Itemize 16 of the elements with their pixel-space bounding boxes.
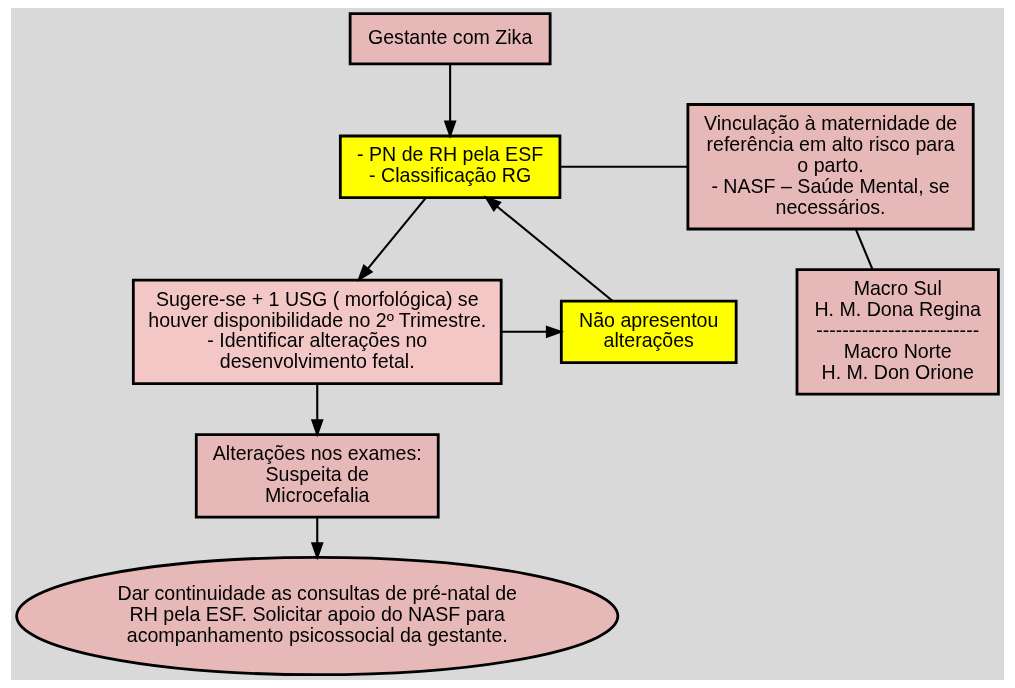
arrow xyxy=(443,64,457,139)
node-box: Vinculação à maternidade de referência em alto risco para o parto. - NASF – Saúde Mental, se necessários. xyxy=(686,103,975,231)
connector xyxy=(854,228,874,270)
node-ellipse: Dar continuidade as consultas de pré-natal de RH pela ESF. Solicitar apoio do NASF para acompanhamento psicossocial da gestante. xyxy=(15,556,620,677)
node-box: Sugere-se + 1 USG ( morfológica) se houver disponibilidade no 2º Trimestre. - Identificar alterações no desenvolvimento fetal. xyxy=(131,278,503,385)
arrow xyxy=(356,196,427,283)
arrow xyxy=(483,195,614,302)
arrow xyxy=(501,325,565,339)
node-box: Gestante com Zika xyxy=(348,12,552,66)
arrow xyxy=(310,517,324,561)
node-box: Macro Sul H. M. Dona Regina ------------------------- Macro Norte H. M. Don Orione xyxy=(795,268,1000,396)
node-box: Não apresentou alterações xyxy=(559,299,738,364)
node-box: Alterações nos exames: Suspeita de Microcefalia xyxy=(194,433,440,519)
connector xyxy=(560,165,688,168)
node-box: - PN de RH pela ESF - Classificação RG xyxy=(338,134,562,199)
arrow xyxy=(310,383,324,438)
